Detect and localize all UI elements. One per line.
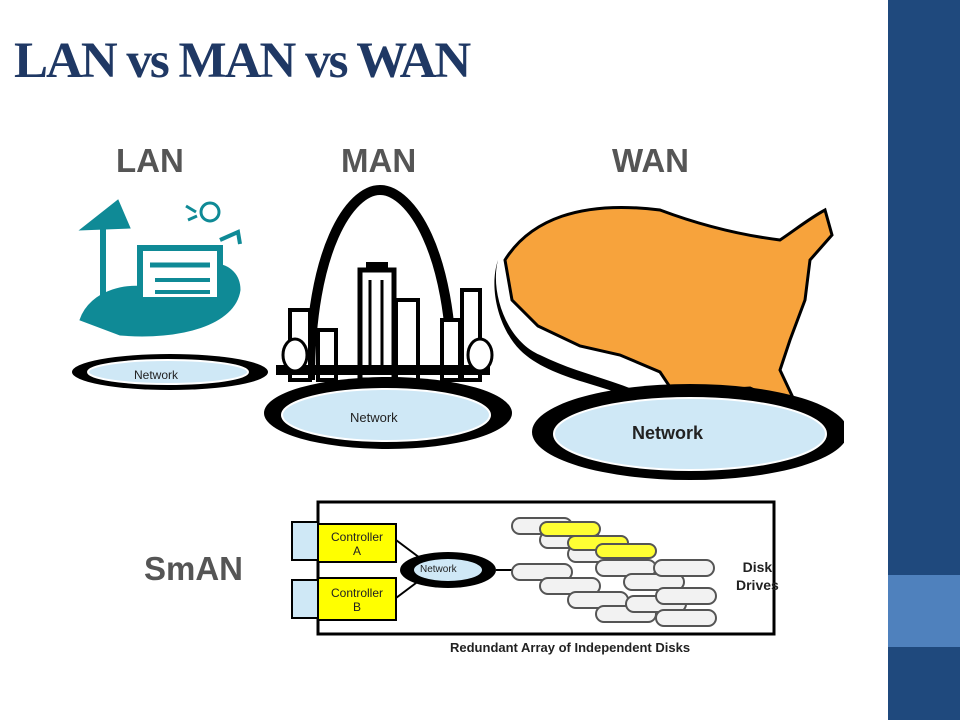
- lan-cloud-label: Network: [134, 368, 179, 382]
- controller-b-line1: Controller: [330, 586, 384, 600]
- slide-title: LAN vs MAN vs WAN: [14, 33, 471, 89]
- lan-network-cloud: [72, 354, 268, 390]
- wan-label: WAN: [612, 142, 689, 179]
- controller-b-line2: B: [352, 600, 361, 614]
- controller-a-line2: A: [352, 544, 361, 558]
- lan-home-illustration: [78, 199, 242, 337]
- network-types-diagram: LAN MAN WAN SmAN Network Network Network…: [60, 140, 848, 662]
- sman-label: SmAN: [144, 550, 244, 587]
- raid-caption: Redundant Array of Independent Disks: [450, 640, 691, 655]
- man-cloud-label: Network: [350, 410, 398, 425]
- controller-a-box: [317, 523, 397, 563]
- controller-b-label: Controller B: [324, 586, 390, 614]
- disk-drives-label: Disk Drives: [736, 558, 779, 594]
- disk-drives-array: [511, 517, 717, 627]
- controller-b-port: [291, 579, 319, 619]
- controller-b-box: [317, 577, 397, 621]
- sidebar-accent-block: [888, 575, 960, 647]
- sman-storage-diagram: [291, 500, 776, 636]
- disk-drives-line2: Drives: [736, 577, 779, 593]
- wan-us-map-illustration: [494, 206, 834, 404]
- man-network-cloud: [264, 377, 512, 449]
- wan-cloud-label: Network: [632, 423, 704, 443]
- controller-a-line1: Controller: [330, 530, 384, 544]
- man-label: MAN: [341, 142, 417, 179]
- controller-a-label: Controller A: [324, 530, 390, 558]
- sman-cloud-label: Network: [420, 564, 457, 575]
- diagram-graphics: [72, 184, 848, 636]
- controller-a-port: [291, 521, 319, 561]
- disk-drives-line1: Disk: [742, 559, 773, 575]
- man-city-illustration: [276, 184, 494, 383]
- wan-network-cloud: [532, 384, 848, 480]
- lan-label: LAN: [116, 142, 184, 179]
